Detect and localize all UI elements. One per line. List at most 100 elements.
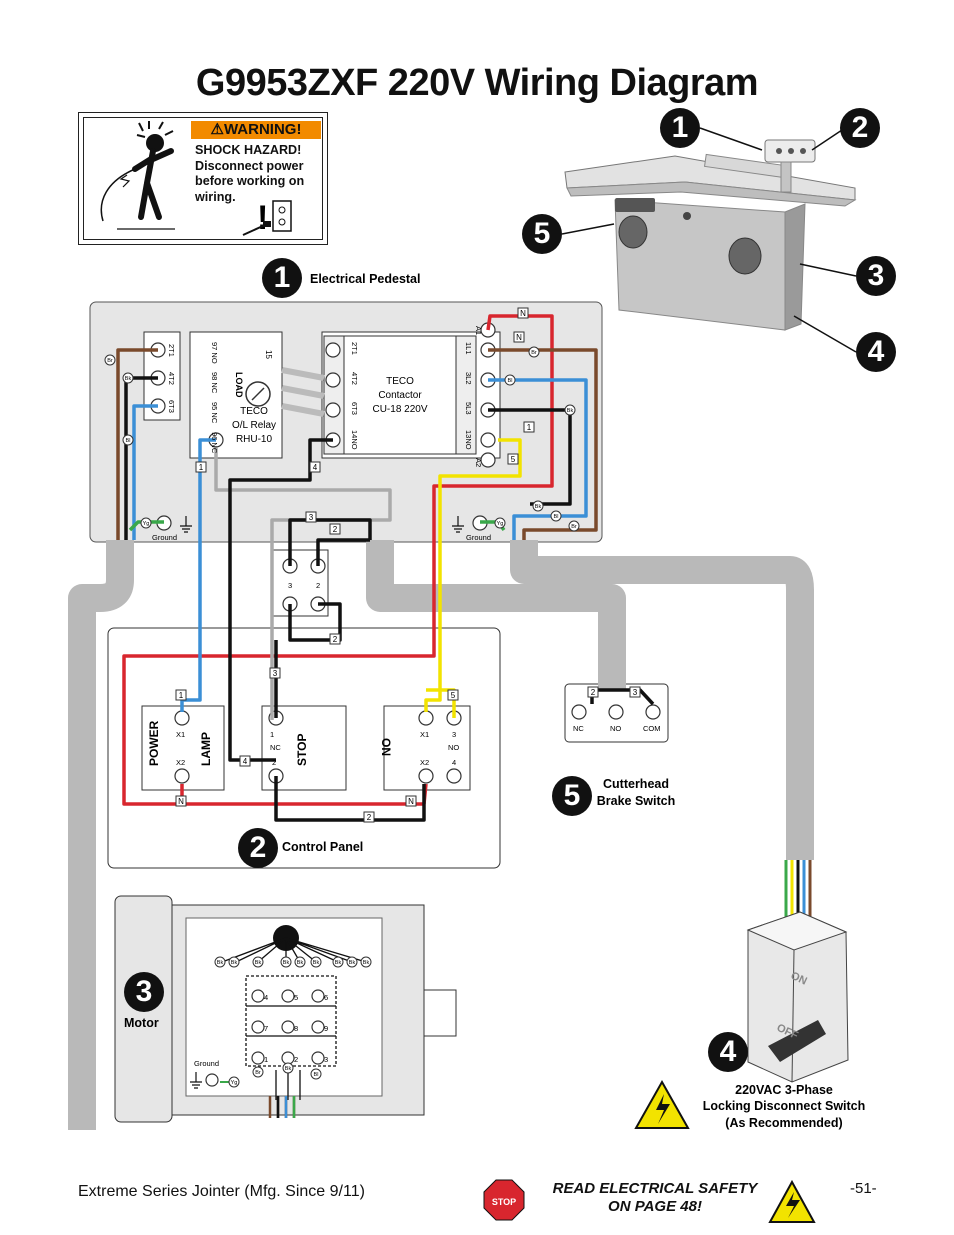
terminal-number: 1 xyxy=(270,730,274,739)
conduit-vertical xyxy=(68,610,96,1130)
warning-line: SHOCK HAZARD! xyxy=(195,143,302,157)
motor-shaft xyxy=(423,989,457,1037)
relay-label: O/L Relay xyxy=(232,420,276,431)
ground-label: Ground xyxy=(194,1059,219,1068)
svg-text:Bk: Bk xyxy=(313,960,320,966)
contactor-terminal: 4T2 xyxy=(350,372,359,385)
relay-dial-label: 15 xyxy=(264,350,273,359)
svg-text:Bk: Bk xyxy=(125,376,132,382)
callout-4-machine: 4 xyxy=(856,332,896,372)
label-disconnect-2: Locking Disconnect Switch xyxy=(703,1099,866,1113)
svg-text:Br: Br xyxy=(255,1070,261,1076)
motor-lead-number: 2 xyxy=(294,1055,298,1064)
relay-load-label: LOAD xyxy=(234,372,244,398)
callout-5: 5 xyxy=(552,776,592,816)
svg-text:Yg: Yg xyxy=(231,1080,238,1086)
contactor-terminal: 6T3 xyxy=(350,402,359,415)
plug-outlet-icon: ! xyxy=(242,199,292,237)
relay-terminal: 4T2 xyxy=(167,372,176,385)
stop-sign-icon xyxy=(483,1179,525,1221)
motor-lead-number: 9 xyxy=(324,1024,328,1033)
svg-text:1: 1 xyxy=(527,423,532,432)
terminal-number: 2 xyxy=(316,581,320,590)
svg-text:N: N xyxy=(520,309,526,318)
brake-term: COM xyxy=(643,724,661,733)
page-title: G9953ZXF 220V Wiring Diagram xyxy=(195,62,759,104)
svg-text:Br: Br xyxy=(571,524,577,530)
terminal-x1: X1 xyxy=(420,730,429,739)
label-motor: Motor xyxy=(124,1016,159,1030)
label-brake-switch-1: Cutterhead xyxy=(603,777,669,791)
contactor-terminal: 13NO xyxy=(464,430,473,450)
warning-triangle-icon: ⚠ xyxy=(210,121,224,138)
ground-label: Ground xyxy=(466,533,491,542)
label-brake-switch-2: Brake Switch xyxy=(597,794,676,808)
svg-text:Bk: Bk xyxy=(297,960,304,966)
disconnect-leads xyxy=(784,860,812,920)
brake-term: NO xyxy=(610,724,621,733)
svg-text:Yg: Yg xyxy=(497,521,504,527)
contactor-terminal: 14NO xyxy=(350,430,359,450)
svg-text:4: 4 xyxy=(313,463,318,472)
warning-line: Disconnect power xyxy=(195,158,304,173)
svg-text:Bk: Bk xyxy=(535,504,542,510)
contactor-terminal: 5L3 xyxy=(464,402,473,415)
terminal-number: 4 xyxy=(452,758,456,767)
motor-lead-number: 6 xyxy=(324,993,328,1002)
svg-text:Bk: Bk xyxy=(283,960,290,966)
contactor-label: CU-18 220V xyxy=(372,404,427,415)
svg-text:Bl: Bl xyxy=(508,378,513,384)
motor-lead-number: 5 xyxy=(294,993,298,1002)
svg-text:Bl: Bl xyxy=(314,1072,319,1078)
label-electrical-pedestal: Electrical Pedestal xyxy=(310,272,420,286)
relay-contact: 97 NO xyxy=(210,342,219,364)
footer-safety-line: READ ELECTRICAL SAFETY xyxy=(552,1180,758,1197)
contactor-coil: A1 xyxy=(474,326,483,335)
brake-term: NC xyxy=(573,724,584,733)
contactor-terminal: 3L2 xyxy=(464,372,473,385)
svg-text:Bl: Bl xyxy=(126,438,131,444)
callout-3: 3 xyxy=(124,972,164,1012)
contactor-terminal: 2T1 xyxy=(350,342,359,355)
power-label: POWER xyxy=(147,720,161,766)
svg-text:1: 1 xyxy=(179,691,184,700)
stop-label: STOP xyxy=(295,734,309,766)
jointer-machine-illustration xyxy=(564,139,857,331)
label-disconnect-1: 220VAC 3-Phase xyxy=(735,1083,833,1097)
svg-text:Br: Br xyxy=(531,350,537,356)
svg-text:Bk: Bk xyxy=(349,960,356,966)
warning-body: SHOCK HAZARD! Disconnect power before wo… xyxy=(195,143,327,205)
conduit xyxy=(68,540,814,1130)
warning-line: before working on xyxy=(195,174,305,188)
footer-safety: READ ELECTRICAL SAFETY ON PAGE 48! xyxy=(520,1180,790,1216)
motor-lead-number: 1 xyxy=(264,1055,268,1064)
svg-text:2: 2 xyxy=(333,525,338,534)
svg-text:4: 4 xyxy=(243,757,248,766)
svg-text:2: 2 xyxy=(333,635,338,644)
label-disconnect-3: (As Recommended) xyxy=(725,1116,842,1130)
wire-tags: Br Bk Bl Br Bl Bk Bk Bl Br Yg Yg Bk Bk B… xyxy=(104,346,580,1088)
contactor-label: Contactor xyxy=(378,390,422,401)
contactor-coil: A2 xyxy=(474,458,483,467)
svg-text:!: ! xyxy=(257,199,268,237)
relay-contact: 95 NC xyxy=(210,402,219,424)
relay-label: TECO xyxy=(240,406,268,417)
terminal-number: 3 xyxy=(288,581,292,590)
svg-text:Bk: Bk xyxy=(231,960,238,966)
ground-label: Ground xyxy=(152,533,177,542)
motor-lead-number: 8 xyxy=(294,1024,298,1033)
svg-text:2: 2 xyxy=(367,813,372,822)
svg-text:Bk: Bk xyxy=(363,960,370,966)
svg-text:Bl: Bl xyxy=(554,514,559,520)
relay-label: RHU-10 xyxy=(236,434,273,445)
svg-text:N: N xyxy=(178,797,184,806)
on-label: ON xyxy=(379,738,393,756)
motor-lead-number: 7 xyxy=(264,1024,268,1033)
svg-text:Bk: Bk xyxy=(335,960,342,966)
label-control-panel: Control Panel xyxy=(282,840,363,854)
callout-5-machine: 5 xyxy=(522,214,562,254)
lamp-label: LAMP xyxy=(199,732,213,766)
relay-terminal: 2T1 xyxy=(167,344,176,357)
svg-text:Br: Br xyxy=(107,358,113,364)
